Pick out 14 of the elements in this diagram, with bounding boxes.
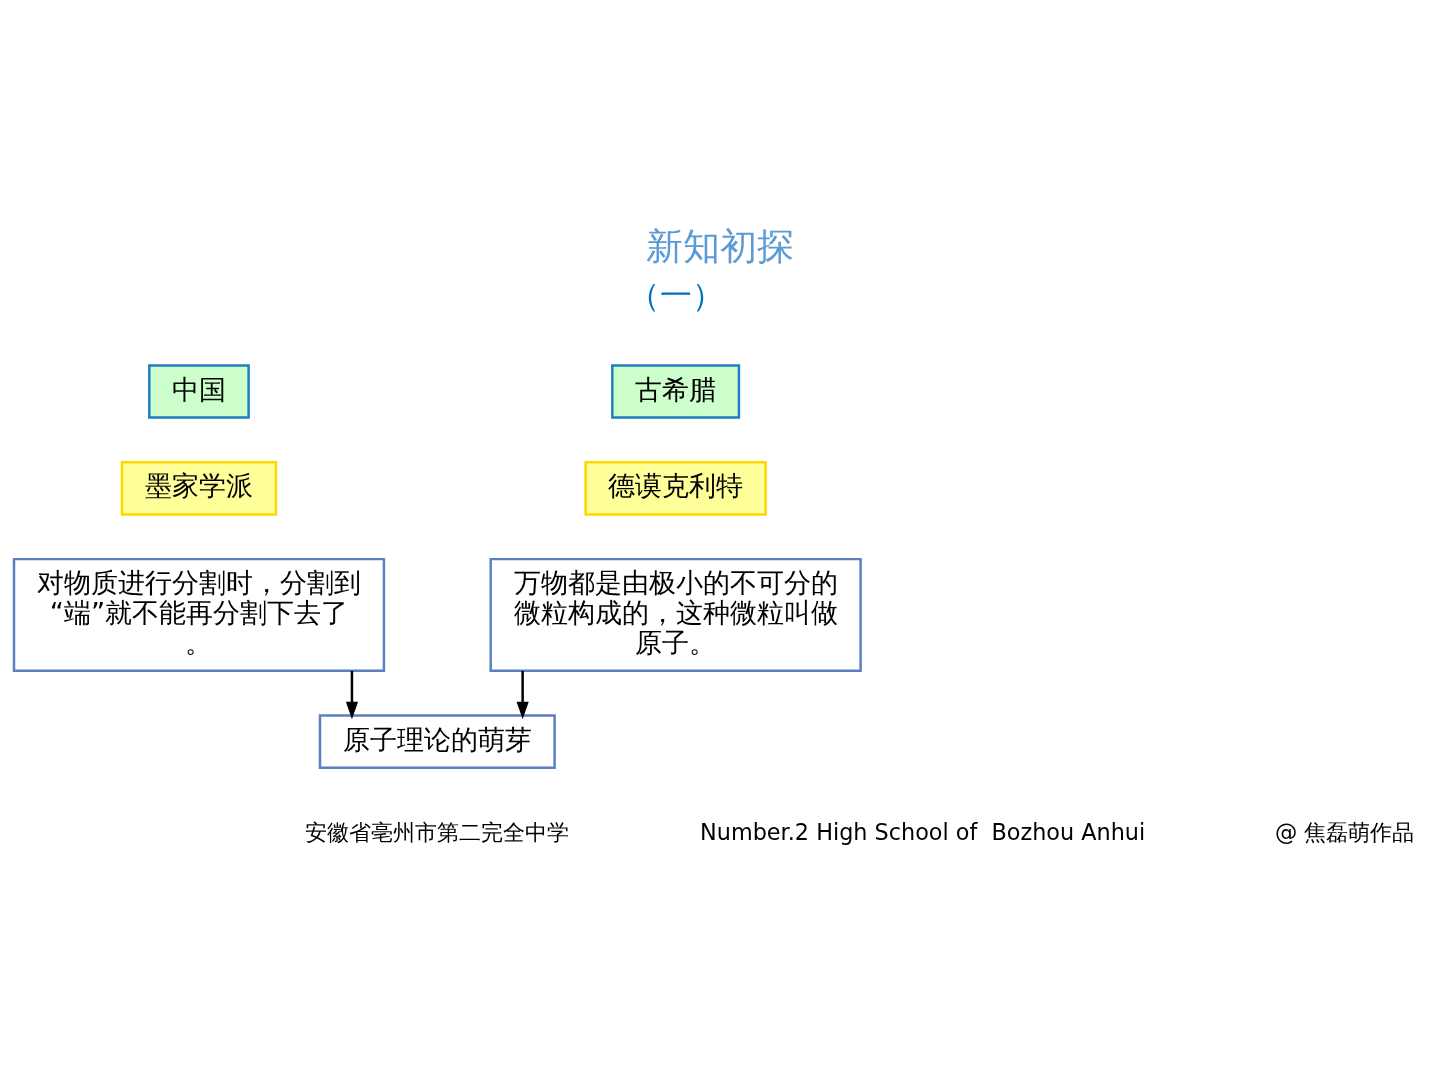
label: （一） — [627, 275, 724, 314]
label: 安徽省亳州市第二完全中学 — [305, 818, 570, 845]
node-box: 万物都是由极小的不可分的微粒构成的，这种微粒叫做原子。 — [489, 557, 862, 672]
label: @ 焦磊萌作品 — [1274, 818, 1415, 845]
node-box: 古希腊 — [611, 363, 741, 419]
node-box: 墨家学派 — [120, 460, 278, 516]
node-box: 原子理论的萌芽 — [318, 713, 556, 769]
node-box: 中国 — [148, 363, 250, 419]
diagram-title: 新知初探 — [646, 223, 794, 268]
node-box: 德谟克利特 — [584, 460, 767, 516]
node-box: 对物质进行分割时，分割到“端”就不能再分割下去了。 — [12, 557, 386, 672]
arrow — [516, 670, 529, 719]
arrow — [345, 670, 359, 719]
label: Number.2 High School of Bozhou Anhui — [700, 818, 1146, 845]
